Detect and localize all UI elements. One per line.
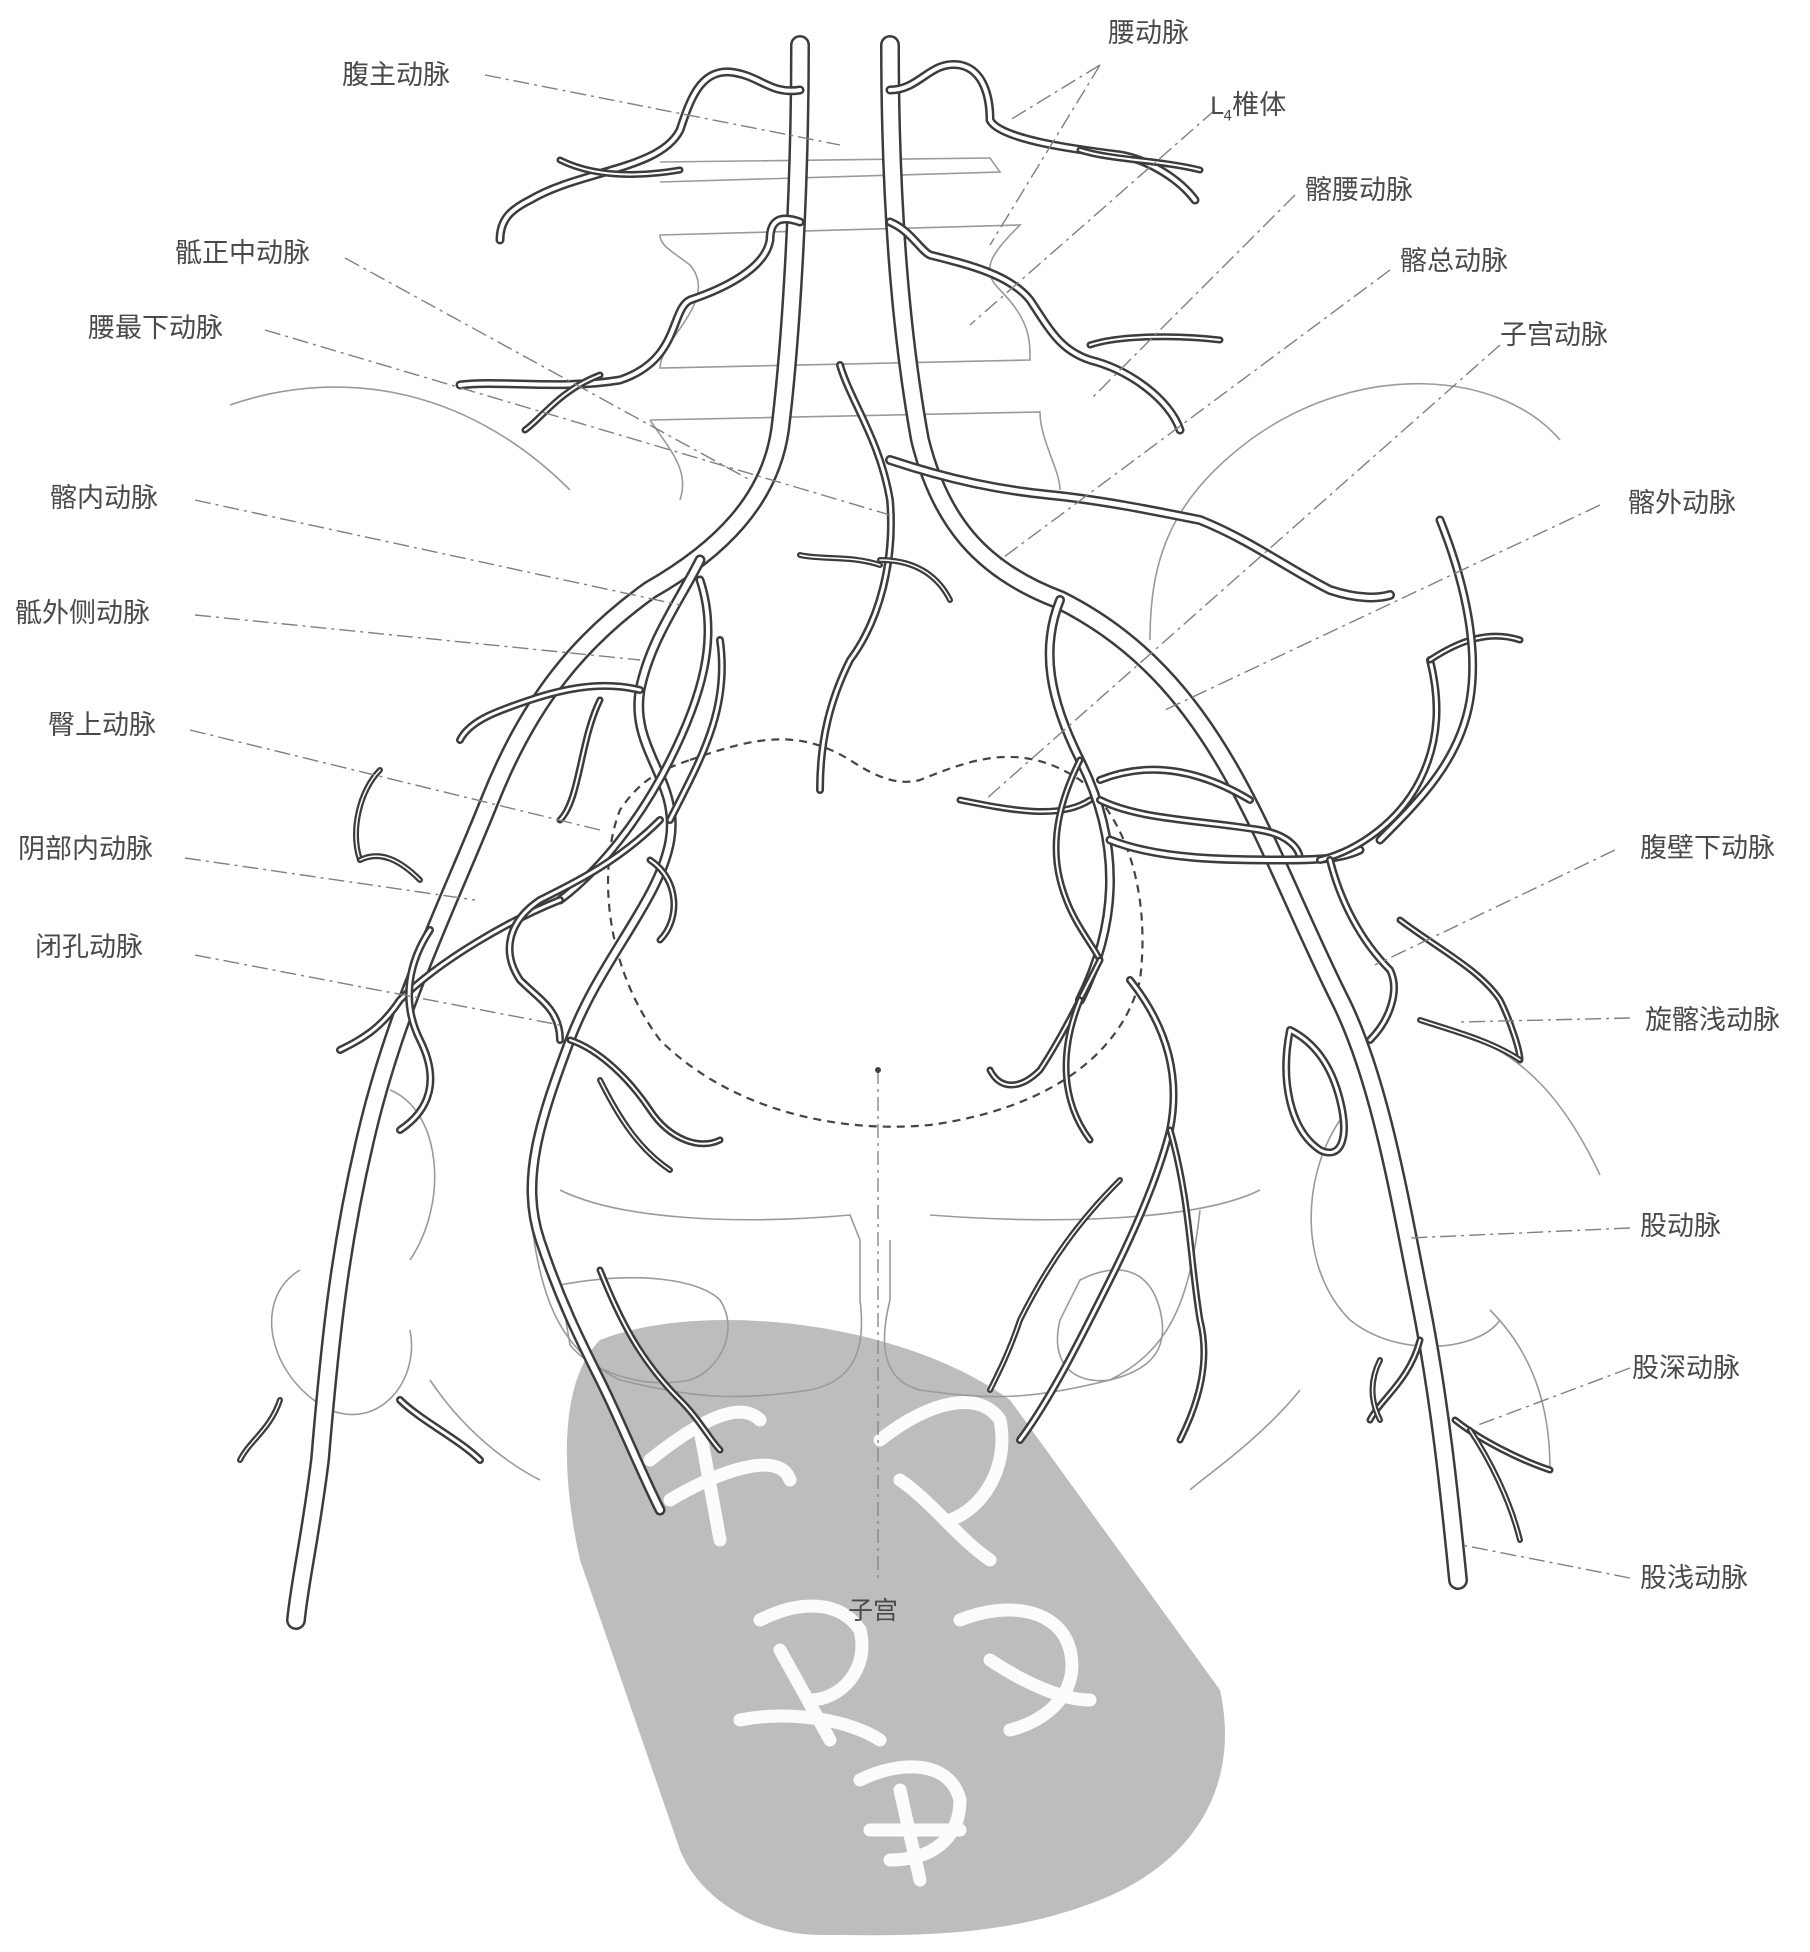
leader-femoral: [1410, 1228, 1630, 1238]
lumbar-artery-l1: [890, 64, 1195, 200]
leader-abdominal-aorta: [485, 75, 840, 145]
lumbar-artery-r1-lumen: [500, 72, 800, 240]
leader-inferior-epigastric: [1375, 850, 1615, 965]
right-small-branch-1: [356, 770, 380, 860]
label-superior-gluteal-artery: 臀上动脉: [48, 712, 156, 739]
left-common-iliac-path-lumen: [890, 45, 1458, 1580]
watermark-stamp: [567, 1320, 1225, 1935]
right-iliac-crest: [230, 387, 570, 490]
lumbar-artery-l1-lumen: [890, 64, 1195, 200]
leader-uterine: [985, 345, 1500, 800]
leader-lumbar-1: [1010, 65, 1100, 120]
left-circumflex-branch-2: [1420, 1020, 1520, 1060]
left-common-iliac-path: [890, 45, 1458, 1580]
label-median-sacral-artery: 骶正中动脉: [175, 240, 310, 267]
left-iliac-crest: [1150, 384, 1560, 640]
left-ischial-line: [1480, 1040, 1600, 1175]
right-obturator-path: [570, 1040, 720, 1144]
label-lumbar-arteries: 腰动脉: [1108, 20, 1189, 47]
label-inferior-epigastric-artery: 腹壁下动脉: [1640, 835, 1775, 862]
left-circumflex-branch: [1400, 920, 1520, 1060]
lumbar-artery-r2: [460, 219, 800, 385]
leader-superficial-circumflex: [1460, 1018, 1630, 1022]
pelvic-brim-lines: [560, 1190, 1260, 1240]
label-abdominal-aorta: 腹主动脉: [342, 62, 450, 89]
median-sacral-artery-path-lumen: [820, 365, 891, 790]
label-external-iliac-artery: 髂外动脉: [1628, 490, 1736, 517]
lumbar-artery-l2: [890, 222, 1180, 430]
leader-iliolumbar: [1090, 195, 1295, 400]
label-l4-letter: L: [1210, 92, 1223, 120]
label-uterus: 子宫: [848, 1598, 898, 1623]
watermark-background: [567, 1320, 1225, 1935]
leader-internal-iliac: [195, 500, 680, 605]
left-pudendal-path: [1020, 980, 1174, 1440]
label-common-iliac-artery: 髂总动脉: [1400, 248, 1508, 275]
label-lowest-lumbar-artery: 腰最下动脉: [88, 315, 223, 342]
label-deep-femoral-artery: 股深动脉: [1632, 1355, 1740, 1382]
leader-median-sacral: [345, 258, 750, 480]
right-superior-gluteal-path-lumen: [560, 580, 708, 900]
right-obturator-path-lumen: [570, 1040, 720, 1144]
left-circumflex-branch-lumen: [1400, 920, 1520, 1060]
left-pudendal-branch-2-lumen: [990, 1180, 1120, 1390]
label-l4-subscript: 4: [1223, 108, 1232, 124]
leader-internal-pudendal: [185, 858, 475, 900]
label-lateral-sacral-artery: 骶外侧动脉: [15, 600, 150, 627]
right-femoral-branch-lumen: [400, 1400, 480, 1460]
left-pudendal-branch-2: [990, 1180, 1120, 1390]
right-superior-gluteal-path: [560, 580, 708, 900]
leader-deep-femoral: [1478, 1368, 1630, 1425]
left-ischium: [1190, 1390, 1300, 1490]
leader-superficial-femoral: [1462, 1545, 1630, 1578]
label-l4-vertebra: L4椎体: [1210, 92, 1286, 123]
left-epigastric-path-lumen: [1320, 660, 1437, 860]
label-iliolumbar-artery: 髂腰动脉: [1305, 177, 1413, 204]
right-ant-trunk: [560, 700, 600, 820]
leader-obturator: [195, 955, 560, 1025]
vertebra-l3-edge: [660, 158, 1000, 182]
label-l4-text: 椎体: [1232, 90, 1286, 121]
label-internal-pudendal-artery: 阴部内动脉: [18, 836, 153, 863]
leader-lumbar-2: [990, 65, 1100, 245]
uterus-point: [875, 1067, 881, 1073]
label-femoral-artery: 股动脉: [1640, 1213, 1721, 1240]
right-gluteal-loop: [340, 900, 560, 1050]
leader-lateral-sacral: [195, 615, 640, 660]
lumbar-artery-r2-lumen: [460, 219, 800, 385]
label-internal-iliac-artery: 髂内动脉: [50, 485, 158, 512]
left-deep-circumflex-lumen: [1380, 520, 1473, 840]
left-pudendal-path-lumen: [1020, 980, 1174, 1440]
label-uterine-artery: 子宫动脉: [1500, 322, 1608, 349]
median-sacral-artery-path: [820, 365, 891, 790]
left-pudendal-branch-lumen: [1170, 1130, 1204, 1440]
right-branch-upper: [670, 640, 722, 820]
leader-superior-gluteal: [190, 730, 600, 830]
vertebra-l4-body: [660, 225, 1030, 368]
label-obturator-artery: 闭孔动脉: [35, 934, 143, 961]
label-superficial-circumflex-iliac-artery: 旋髂浅动脉: [1645, 1007, 1780, 1034]
label-superficial-femoral-artery: 股浅动脉: [1640, 1565, 1748, 1592]
